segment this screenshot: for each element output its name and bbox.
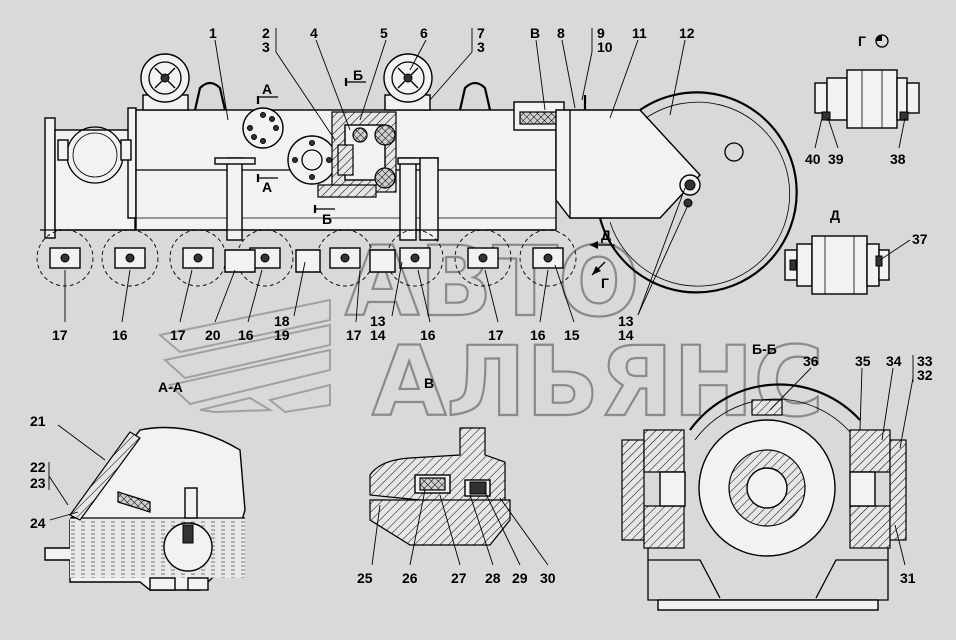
watermark-line1: АВТО [345,226,640,338]
section-b-b: Б-Б 36 35 34 33 32 31 [621,341,933,611]
callout-25: 25 [357,570,373,586]
callout-16d: 16 [530,327,546,343]
view-d: Д 37 [784,207,928,295]
cut-markers: А А Б Б Д Г [256,67,615,291]
view-g-title: Г [858,33,866,49]
callout-16b: 16 [238,327,254,343]
callout-14b: 14 [618,327,634,343]
section-b-b-title: Б-Б [752,341,777,357]
callout-5: 5 [380,25,388,41]
callout-17d: 17 [488,327,504,343]
cut-g: Г [601,275,609,291]
callout-17a: 17 [52,327,68,343]
callout-17c: 17 [346,327,362,343]
callout-37: 37 [912,231,928,247]
callout-3b: 3 [477,39,485,55]
view-d-title: Д [830,207,840,223]
callout-b-marker: В [530,25,540,41]
callout-9: 9 [597,25,605,41]
callout-27: 27 [451,570,467,586]
watermark-logo [157,298,331,414]
callout-21: 21 [30,413,46,429]
callout-34: 34 [886,353,902,369]
cut-d: Д [601,227,611,243]
callout-19: 19 [274,327,290,343]
cut-b-top: Б [353,67,363,83]
callout-31: 31 [900,570,916,586]
track-rollers [36,229,577,287]
callout-17b: 17 [170,327,186,343]
view-g: Г 40 39 38 [805,33,920,167]
callout-20: 20 [205,327,221,343]
support-roller-right [383,53,433,111]
callout-40: 40 [805,151,821,167]
callout-35: 35 [855,353,871,369]
watermark: АВТО АЛЬЯНС [157,225,825,439]
callout-33: 33 [917,353,933,369]
callout-11: 11 [632,25,647,41]
callout-29: 29 [512,570,528,586]
callout-16a: 16 [112,327,128,343]
callout-13b: 13 [618,313,634,329]
callout-2: 2 [262,25,270,41]
top-callouts: 1 2 3 4 5 6 7 3 В 8 9 10 11 12 [209,25,695,141]
callout-4: 4 [310,25,318,41]
cut-a-bottom: А [262,179,272,195]
callout-23: 23 [30,475,46,491]
callout-18: 18 [274,313,290,329]
watermark-line2: АЛЬЯНС [372,326,824,438]
callout-10: 10 [597,39,613,55]
callout-8: 8 [557,25,565,41]
callout-28: 28 [485,570,501,586]
section-a-a: А-А 21 22 23 24 [30,379,246,591]
callout-12: 12 [679,25,695,41]
callout-26: 26 [402,570,418,586]
callout-3a: 3 [262,39,270,55]
callout-24: 24 [30,515,46,531]
callout-30: 30 [540,570,556,586]
callout-16c: 16 [420,327,436,343]
detail-b-title: В [424,375,434,391]
support-roller-left [140,53,190,111]
callout-38: 38 [890,151,906,167]
callout-1: 1 [209,25,217,41]
detail-b: В 25 26 27 28 29 30 [357,375,556,586]
callout-6: 6 [420,25,428,41]
callout-13a: 13 [370,313,386,329]
callout-22: 22 [30,459,46,475]
callout-36: 36 [803,353,819,369]
callout-14a: 14 [370,327,386,343]
section-a-a-title: А-А [158,379,183,395]
bottom-callouts: 17 16 17 20 16 18 19 17 13 14 16 17 16 1… [52,187,689,343]
cut-b-bottom: Б [322,211,332,227]
callout-39: 39 [828,151,844,167]
cut-a-top: А [262,81,272,97]
callout-7: 7 [477,25,485,41]
main-side-view [36,53,798,294]
callout-15: 15 [564,327,580,343]
callout-32: 32 [917,367,933,383]
